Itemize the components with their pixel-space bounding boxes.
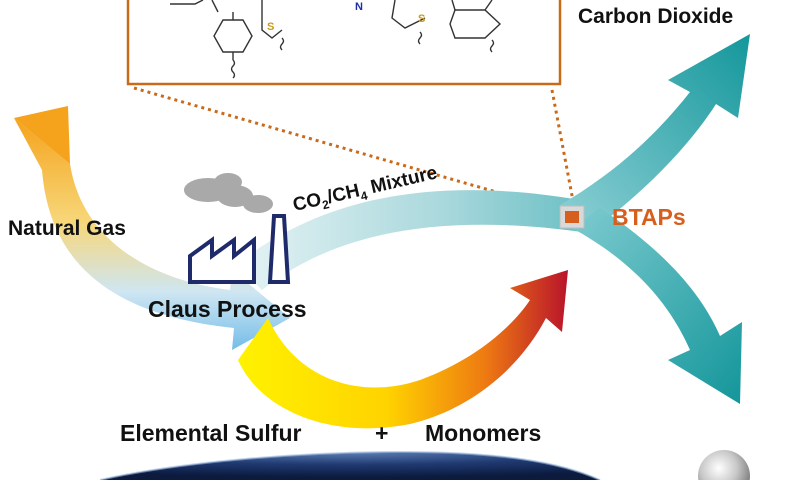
plus-sign: + (375, 420, 389, 446)
sphere-icon (698, 450, 750, 480)
claus-process-label: Claus Process (148, 296, 307, 322)
mixture-arrow (236, 190, 582, 290)
planet-edge (100, 452, 600, 480)
methane-arrow (572, 208, 742, 404)
chemical-structure (170, 0, 502, 79)
sulfur-atom-left: S (267, 21, 274, 33)
bond-wavy-4 (489, 39, 495, 53)
phenyl-ring-top-left (170, 0, 204, 5)
bond-wavy-1 (230, 59, 236, 79)
structure-box (126, 0, 562, 86)
factory-icon (184, 173, 291, 284)
factory-chimney (267, 214, 291, 284)
thiophene-left (261, 0, 283, 39)
thiophene-right (391, 0, 426, 29)
zoom-line-right (550, 89, 576, 207)
structure-inset: S N S (126, 0, 562, 86)
zoom-line-left (133, 86, 567, 214)
sulfur-atom-right: S (418, 13, 425, 25)
btaps-marker (565, 211, 579, 223)
monomers-label: Monomers (425, 420, 542, 446)
phenyl-ring-middle (213, 19, 253, 53)
natural-gas-label: Natural Gas (8, 217, 126, 240)
smoke-cloud (184, 173, 273, 213)
bond-wavy-2 (279, 37, 285, 51)
btaps-label: BTAPs (612, 204, 686, 230)
carbon-dioxide-label: Carbon Dioxide (578, 5, 734, 28)
sulfur-monomer-arrow (238, 270, 568, 429)
phenyl-ring-right (449, 9, 502, 39)
nitrogen-atom: N (355, 1, 363, 13)
natural-gas-arrow (14, 118, 290, 350)
bond-wavy-3 (417, 31, 423, 45)
natural-gas-arrow-tail (14, 106, 70, 164)
planet-glow (99, 450, 601, 480)
factory-building (188, 235, 256, 284)
elemental-sulfur-label: Elemental Sulfur (120, 420, 302, 446)
carbon-dioxide-arrow (560, 34, 750, 232)
